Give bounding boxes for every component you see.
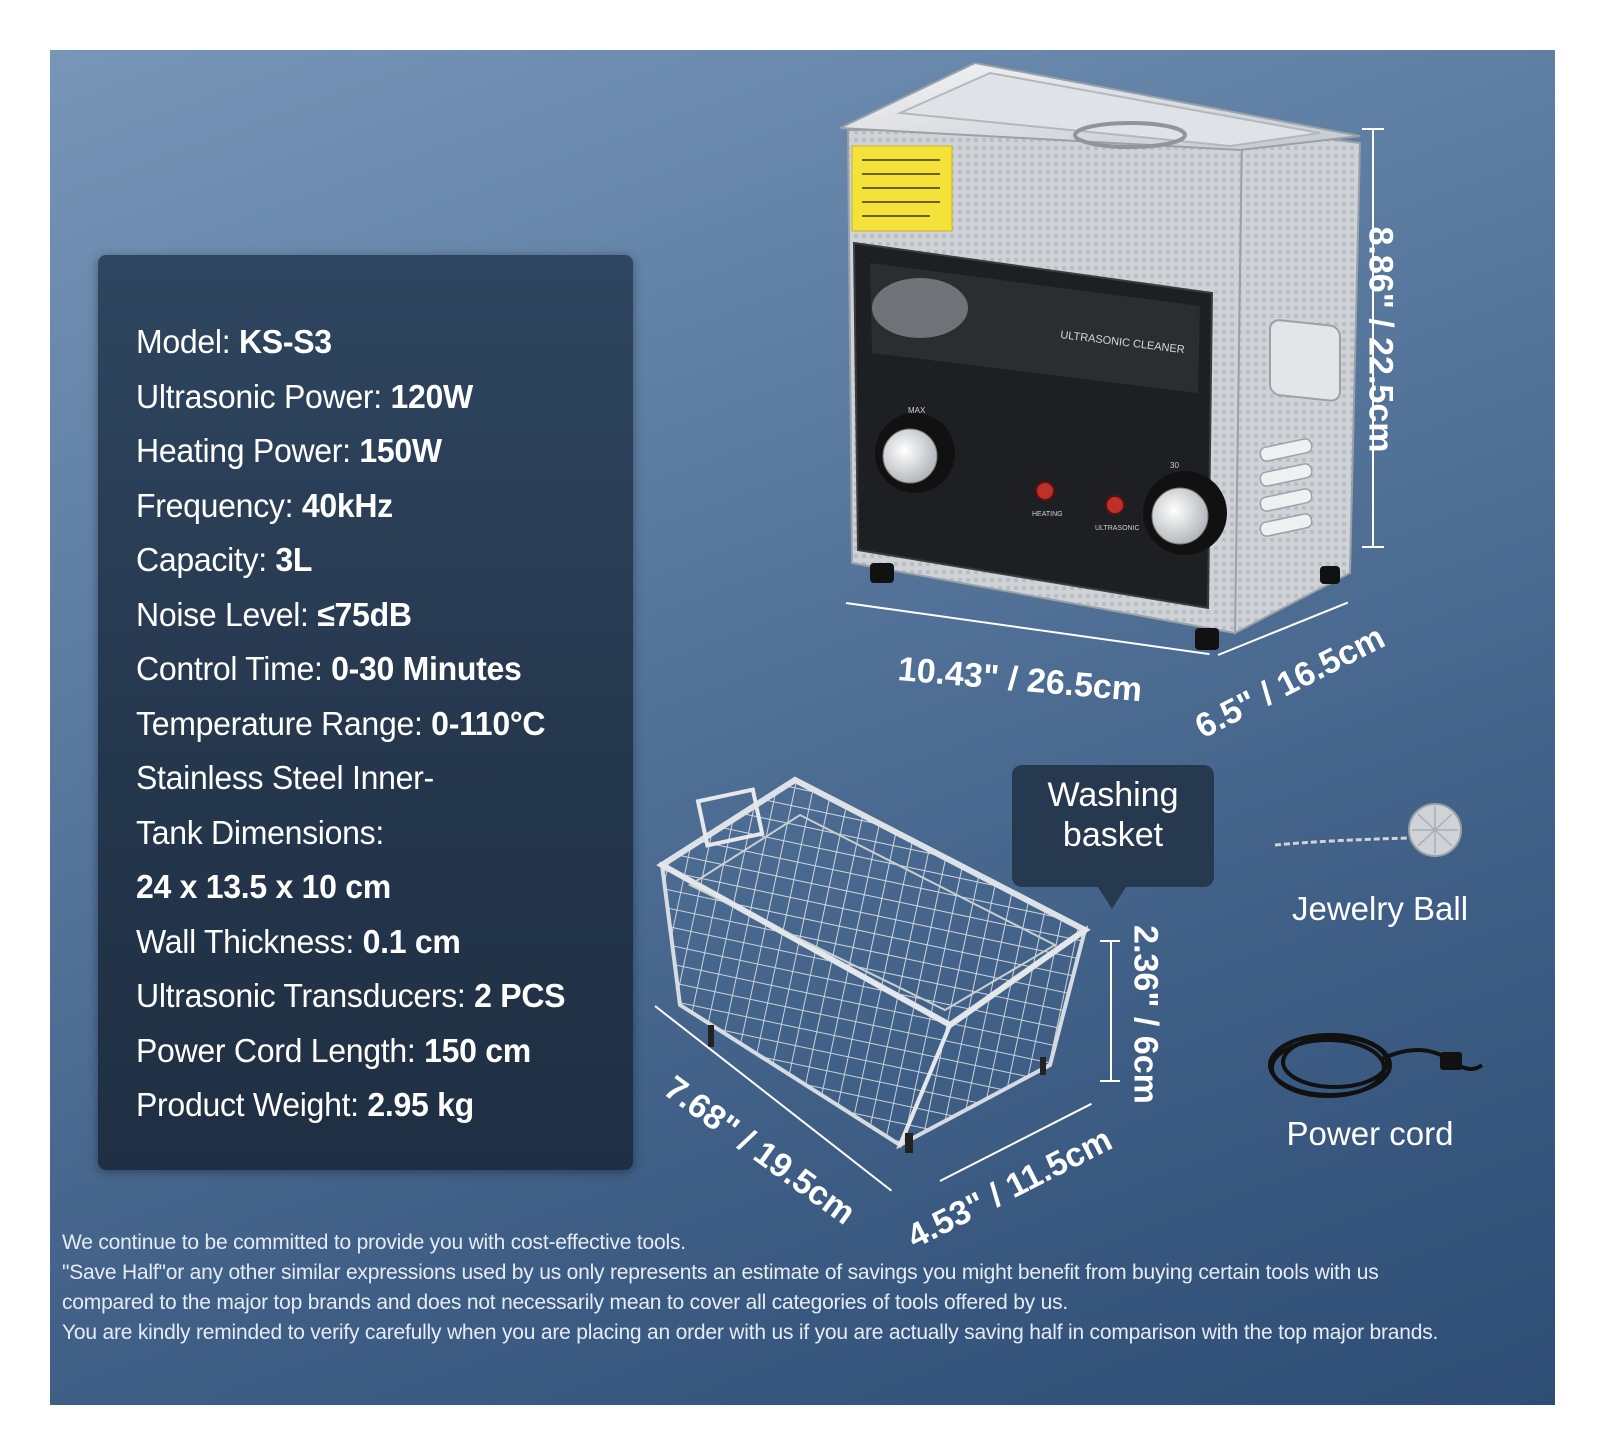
spec-value: 2 PCS xyxy=(474,977,566,1014)
spec-label: Tank Dimensions: xyxy=(136,813,384,851)
disclaimer-text: We continue to be committed to provide y… xyxy=(62,1228,1552,1348)
cleaner-width-label: 10.43" / 26.5cm xyxy=(896,650,1144,710)
spec-value: ≤75dB xyxy=(317,595,412,633)
disclaimer-line: We continue to be committed to provide y… xyxy=(62,1231,686,1254)
spec-value: 24 x 13.5 x 10 cm xyxy=(136,868,391,905)
ultrasonic-cleaner-image: ULTRASONIC CLEANER MAX 30 HEATING ULTRAS… xyxy=(839,61,1362,650)
spec-row: Model: KS-S3 xyxy=(136,315,565,370)
spec-label: Power Cord Length: xyxy=(136,1031,425,1069)
washing-basket-callout: Washing basket xyxy=(1012,765,1214,909)
power-cord-label: Power cord xyxy=(1286,1115,1454,1152)
basket-height-tick-top xyxy=(1100,940,1120,942)
spec-row: Product Weight: 2.95 kg xyxy=(136,1078,565,1133)
spec-label: Model: xyxy=(136,323,239,360)
basket-height-label: 2.36" / 6cm xyxy=(1126,925,1165,1104)
spec-value: KS-S3 xyxy=(238,323,332,360)
spec-value: 120W xyxy=(390,377,473,415)
spec-value: 2.95 kg xyxy=(367,1086,474,1123)
basket-height-line xyxy=(1110,940,1112,1082)
jewelry-ball-label: Jewelry Ball xyxy=(1291,890,1469,927)
cleaner-height-line xyxy=(1372,128,1374,548)
basket-height-tick-bottom xyxy=(1100,1080,1120,1082)
knob-right-scale: 30 xyxy=(1170,461,1179,470)
spec-value: 40kHz xyxy=(301,486,393,524)
spec-row: 24 x 13.5 x 10 cm xyxy=(136,860,565,915)
spec-label: Ultrasonic Power: xyxy=(136,377,391,415)
cleaner-height-label: 8.86" / 22.5cm xyxy=(1361,226,1400,453)
spec-row: Power Cord Length: 150 cm xyxy=(136,1024,565,1079)
spec-value: 0-110°C xyxy=(431,704,546,742)
spec-row: Stainless Steel Inner- xyxy=(136,751,565,806)
washing-basket-label-line2: basket xyxy=(1062,816,1164,854)
heating-label: HEATING xyxy=(1032,511,1063,518)
spec-label: Heating Power: xyxy=(136,432,360,469)
cleaner-height-tick-bottom xyxy=(1362,546,1384,548)
spec-label: Wall Thickness: xyxy=(136,922,363,960)
spec-row: Ultrasonic Power: 120W xyxy=(136,370,565,425)
spec-label: Product Weight: xyxy=(136,1086,368,1123)
spec-value: 3L xyxy=(275,541,313,578)
temperature-knob xyxy=(1151,487,1209,545)
spec-row: Heating Power: 150W xyxy=(136,424,565,479)
spec-value: 0.1 cm xyxy=(362,922,461,960)
spec-row: Tank Dimensions: xyxy=(136,806,565,861)
spec-label: Noise Level: xyxy=(136,595,318,633)
spec-row: Frequency: 40kHz xyxy=(136,479,565,534)
spec-value: 150 cm xyxy=(424,1031,531,1069)
ultrasonic-indicator xyxy=(1105,495,1125,515)
washing-basket-image xyxy=(656,776,1091,1153)
heating-indicator xyxy=(1035,481,1055,501)
disclaimer-line: "Save Half"or any other similar expressi… xyxy=(62,1261,1379,1284)
disclaimer-line: You are kindly reminded to verify carefu… xyxy=(62,1321,1439,1344)
cleaner-height-tick-top xyxy=(1362,128,1384,130)
spec-label: Control Time: xyxy=(136,650,332,687)
spec-label: Ultrasonic Transducers: xyxy=(136,977,475,1014)
spec-row: Wall Thickness: 0.1 cm xyxy=(136,915,565,970)
power-cord-image xyxy=(1268,1033,1484,1098)
spec-label: Temperature Range: xyxy=(136,704,432,742)
disclaimer-line: compared to the major top brands and doe… xyxy=(62,1291,1069,1314)
spec-row: Temperature Range: 0-110°C xyxy=(136,697,565,752)
spec-label: Frequency: xyxy=(136,486,302,524)
spec-row: Ultrasonic Transducers: 2 PCS xyxy=(136,969,566,1024)
ultrasonic-label: ULTRASONIC xyxy=(1095,525,1140,532)
spec-row: Capacity: 3L xyxy=(136,533,565,588)
spec-label: Capacity: xyxy=(136,541,276,578)
spec-row: Control Time: 0-30 Minutes xyxy=(136,642,565,697)
spec-value: 0-30 Minutes xyxy=(331,650,522,687)
knob-left-scale: MAX xyxy=(908,406,926,415)
spec-row: Noise Level: ≤75dB xyxy=(136,588,565,643)
spec-label: Stainless Steel Inner- xyxy=(136,759,434,796)
timer-knob xyxy=(882,428,938,484)
washing-basket-label-line1: Washing xyxy=(1047,776,1179,814)
jewelry-ball-image xyxy=(1274,803,1462,857)
spec-value: 150W xyxy=(359,432,442,469)
